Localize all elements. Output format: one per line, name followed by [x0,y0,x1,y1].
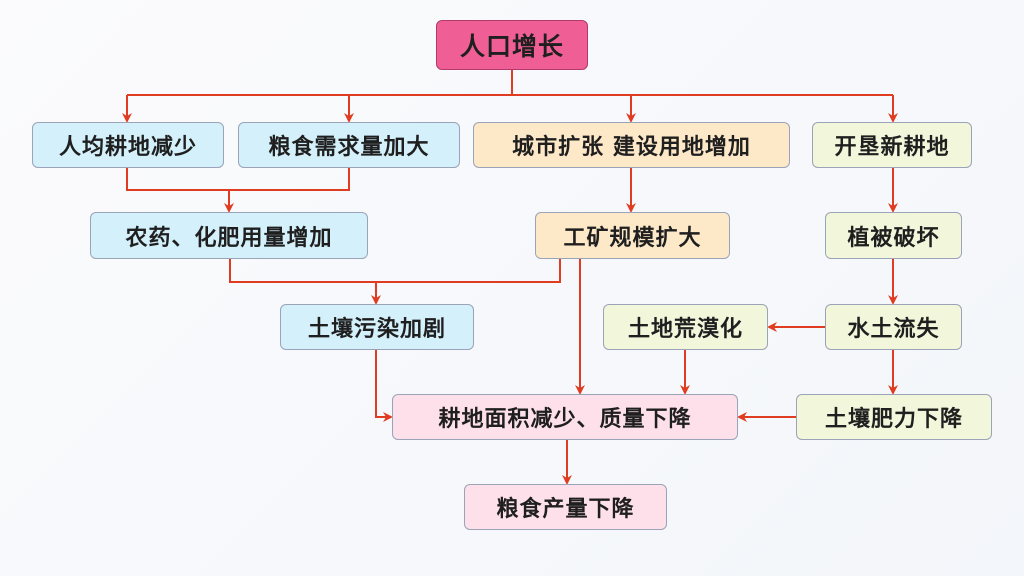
node-mining-expansion: 工矿规模扩大 [535,212,730,259]
link-merge-top [126,168,350,191]
node-reclaim-land: 开垦新耕地 [812,122,972,168]
node-soil-erosion: 水土流失 [825,304,962,350]
node-urban-expansion: 城市扩张 建设用地增加 [473,122,790,168]
link-merge-mid [229,259,561,283]
node-per-capita-farmland: 人均耕地减少 [32,122,224,168]
node-pesticide-fertilizer: 农药、化肥用量增加 [90,212,368,259]
link-root-trunk [127,70,893,96]
node-farmland-decline: 耕地面积减少、质量下降 [392,394,738,440]
node-soil-fertility: 土壤肥力下降 [796,394,992,440]
node-population-growth: 人口增长 [436,20,588,70]
node-soil-pollution: 土壤污染加剧 [280,304,474,350]
node-vegetation-damage: 植被破坏 [825,212,962,259]
node-grain-output: 粮食产量下降 [464,484,667,530]
node-grain-demand: 粮食需求量加大 [238,122,460,168]
node-desertification: 土地荒漠化 [603,304,768,350]
arrow-pollution-to-farmland [375,350,393,422]
